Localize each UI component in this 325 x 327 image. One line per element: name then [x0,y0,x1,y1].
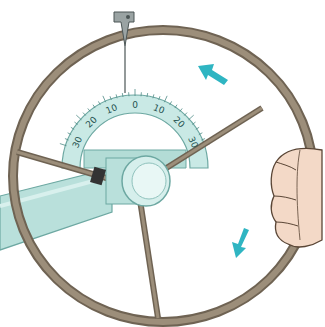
scale-tick [98,101,100,105]
scale-tick [71,127,74,129]
hub-cap [122,156,170,206]
spoke-face [140,200,158,318]
scale-tick [74,122,77,124]
wheel-rim [13,30,313,322]
scale-tick [170,101,172,105]
pointer-screw [126,15,130,19]
scale-tick [88,108,90,111]
spoke-face [17,152,120,182]
scale-tick [141,92,142,96]
hand [271,149,322,247]
scale-tick [199,133,203,135]
scale-tick [76,115,81,120]
rotation-arrow [198,64,228,85]
scale-tick [152,94,154,98]
scale-tick [103,96,106,102]
scale-tick [135,89,136,96]
hub-cap-inner [132,163,166,199]
scale-tick [180,108,182,111]
spoke [140,200,158,318]
scale-tick [175,105,177,108]
scale-tick [164,96,167,102]
spoke-face [160,108,262,172]
wheel-rim-face [13,30,313,322]
scale-number: 0 [132,101,138,110]
scale-tick [60,144,67,146]
scale-tick [196,127,199,129]
scale-tick [65,139,69,141]
clamp [90,167,106,186]
scale-tick [110,96,111,100]
scale-tick [68,133,72,135]
pointer-needle [124,46,125,93]
scale-tick [93,105,95,108]
scale-tick [184,113,187,116]
spoke [17,152,120,182]
scale-tick [201,139,205,141]
scale-tick [192,122,195,124]
scale-tick [147,93,149,97]
scale-tick [122,93,124,97]
scale-tick [159,96,160,100]
scale-tick [116,94,118,98]
scale-tick [83,113,86,116]
finger-lines [274,162,298,226]
scale-tick [128,92,129,96]
pointer [114,12,134,46]
rotation-arrow [232,228,249,258]
palm-line [297,150,300,240]
scale-tick [189,115,194,120]
spoke [160,108,262,172]
